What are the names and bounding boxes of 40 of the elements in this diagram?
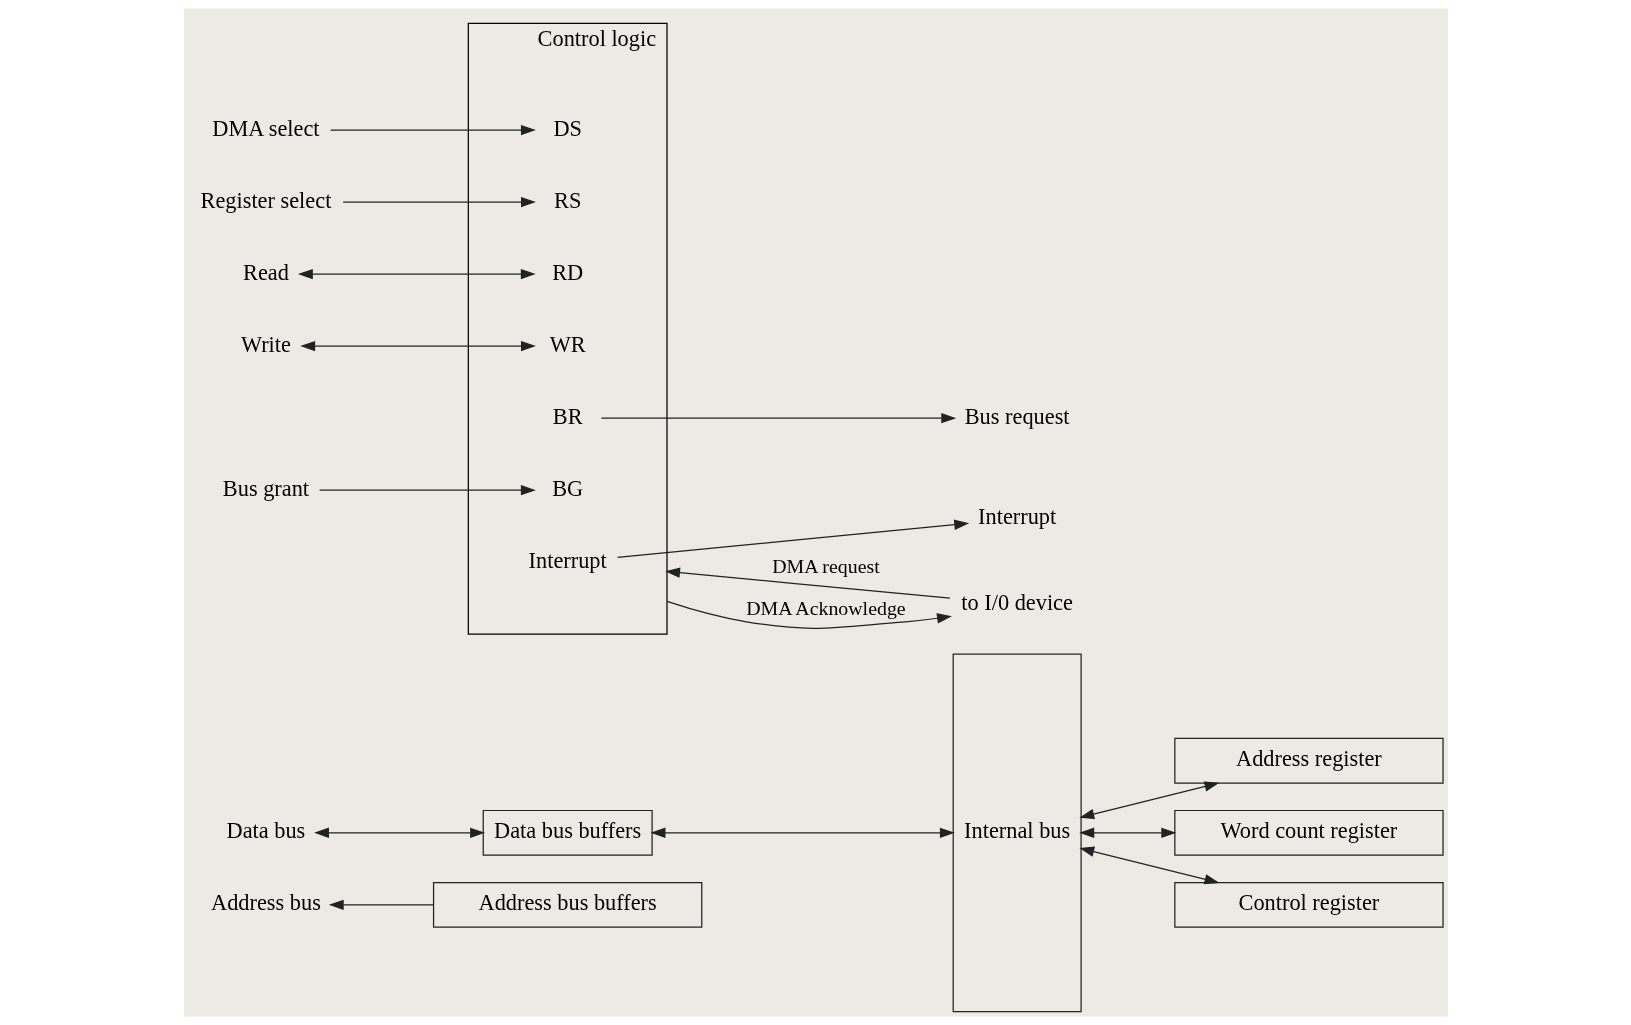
node-box: Address register xyxy=(1173,737,1444,784)
node-text: Data bus xyxy=(226,818,305,844)
node-text: Bus request xyxy=(964,403,1070,429)
node-text: Write xyxy=(240,331,291,357)
arrow xyxy=(329,124,536,136)
arrow xyxy=(616,519,969,559)
node-text: RD xyxy=(551,259,583,285)
node-box: Word count register xyxy=(1173,809,1444,856)
node-text: to I/0 device xyxy=(960,589,1073,615)
arrow xyxy=(297,268,536,280)
arrow xyxy=(664,567,951,599)
node-text: BR xyxy=(552,403,583,429)
arrow xyxy=(341,196,536,208)
arrow xyxy=(1078,781,1219,820)
node-text: Register select xyxy=(200,187,331,213)
node-text: RS xyxy=(553,187,581,213)
node-text: WR xyxy=(549,331,586,357)
node-box: Data bus buffers xyxy=(482,809,653,856)
arrow xyxy=(318,484,536,496)
node-text: Bus grant xyxy=(222,475,309,501)
arrow xyxy=(1078,846,1219,885)
node-box: Internal bus xyxy=(952,653,1082,1013)
node-box: Control register xyxy=(1173,881,1444,928)
arrow xyxy=(665,600,952,629)
node-text: Read xyxy=(242,259,289,285)
arrow xyxy=(299,340,536,352)
node-text: BG xyxy=(551,475,583,501)
node-text: DMA select xyxy=(211,115,320,141)
node-text: Address bus xyxy=(210,890,321,916)
arrow xyxy=(650,827,955,839)
arrow xyxy=(328,899,434,911)
edge-label: DMA request xyxy=(771,555,880,578)
node-text: Interrupt xyxy=(528,547,607,573)
node-text: DS xyxy=(552,115,582,141)
arrow xyxy=(313,827,485,839)
node-text: Interrupt xyxy=(977,504,1056,530)
node-box: Address bus buffers xyxy=(432,881,702,928)
edge-label: DMA Acknowledge xyxy=(745,597,906,620)
arrow xyxy=(1078,827,1176,839)
arrow xyxy=(600,412,956,424)
